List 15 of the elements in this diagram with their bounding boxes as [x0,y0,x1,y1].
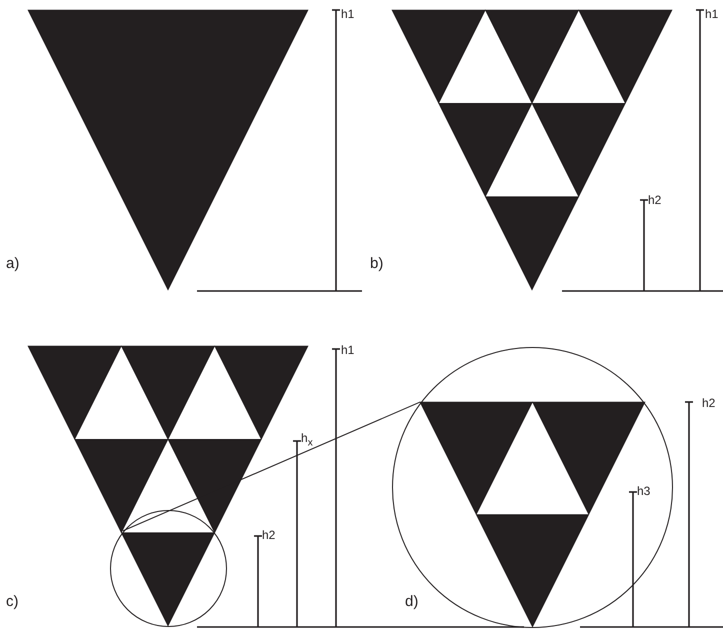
panel-label: b) [370,256,384,271]
height-label: h2 [262,529,276,541]
height-label: h$_{x}$ [301,432,313,448]
magnify-circle [392,346,672,628]
height-label: h2 [648,194,662,206]
height-label: h1 [341,344,354,356]
zoom-line [122,402,421,532]
magnify-circle [110,510,226,626]
height-label: h2 [702,397,716,409]
panel-label: d) [405,594,418,609]
height-label: h1 [341,8,354,20]
panel-label: a) [6,256,20,271]
height-label: h3 [637,485,650,497]
panel-label: c) [6,594,18,609]
height-label: h1 [705,8,718,20]
